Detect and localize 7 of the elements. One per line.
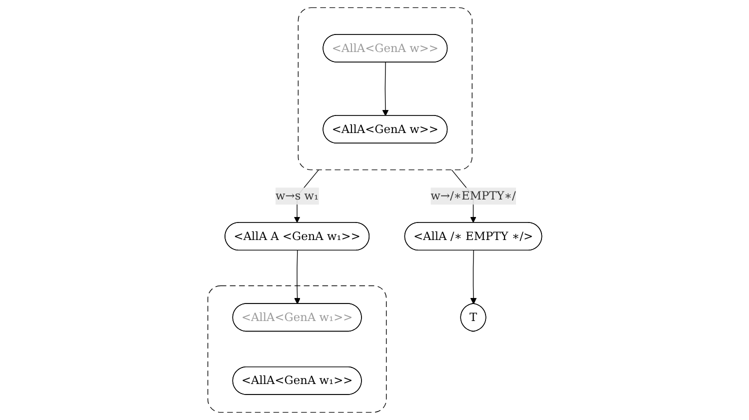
- arrow: [382, 62, 388, 116]
- arrow: [294, 250, 300, 304]
- edge-label: w→s w₁: [275, 189, 318, 203]
- cluster: [207, 285, 386, 413]
- arrow: [470, 250, 476, 304]
- edge-label: w→/∗EMPTY∗/: [430, 189, 516, 203]
- cluster: [298, 7, 472, 170]
